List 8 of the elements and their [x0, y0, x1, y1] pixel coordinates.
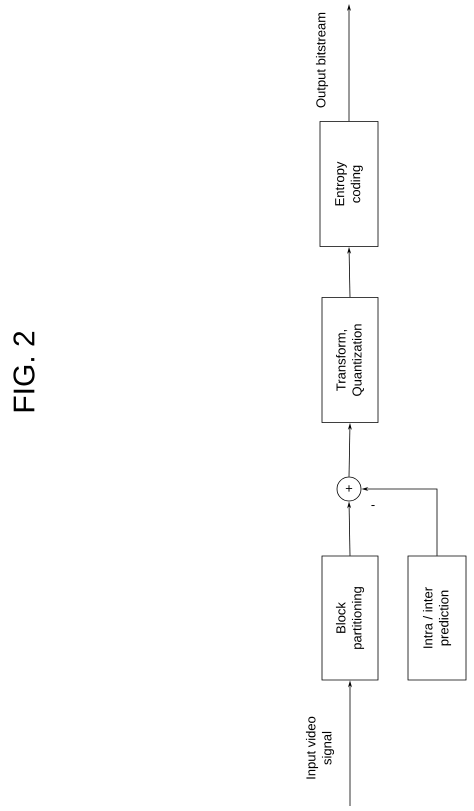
signal-label: Input video signal: [306, 716, 334, 779]
figure-title: FIG. 2: [13, 332, 35, 412]
process-box: Entropy coding: [320, 121, 378, 247]
signal-label: Output bitstream: [316, 12, 328, 108]
process-box: Block partitioning: [322, 556, 378, 680]
process-box: Transform, Quantization: [322, 297, 378, 423]
sign-label: -: [371, 505, 375, 506]
process-box: Intra / inter prediction: [408, 556, 466, 680]
